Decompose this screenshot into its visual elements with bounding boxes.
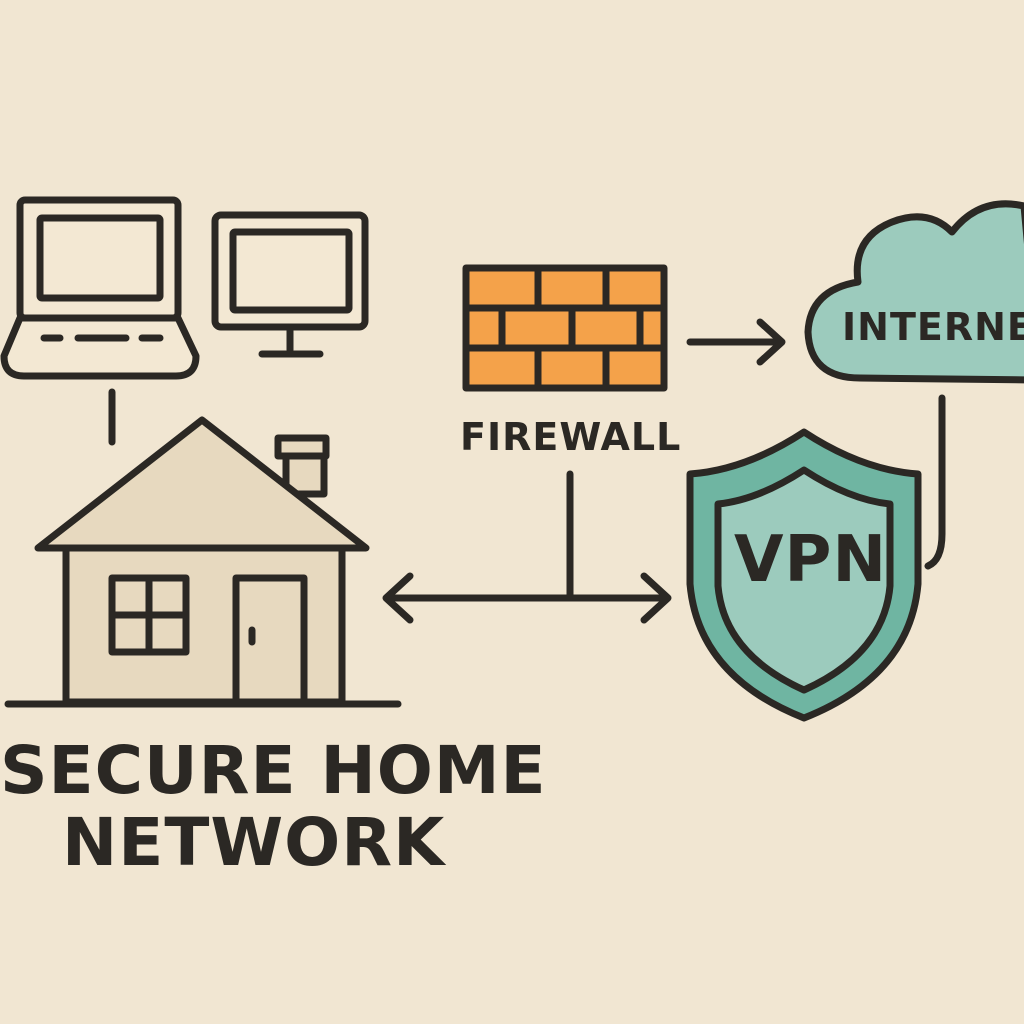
laptop-icon [0, 196, 200, 380]
diagram-title-line1: SECURE HOME [0, 732, 547, 809]
vpn-label: VPN [734, 523, 887, 597]
internet-label: INTERNET [842, 308, 1024, 346]
house-icon [4, 416, 402, 708]
monitor-icon [211, 211, 369, 358]
diagram-title-line2: NETWORK [62, 804, 446, 881]
shield-icon [686, 428, 922, 722]
firewall-label: FIREWALL [460, 415, 682, 459]
internet-vpn-connector [924, 394, 946, 570]
cloud-icon [804, 200, 1024, 384]
firewall-home-vpn-arrows [382, 470, 672, 624]
firewall-internet-arrow [686, 318, 786, 366]
firewall-icon [462, 264, 668, 392]
